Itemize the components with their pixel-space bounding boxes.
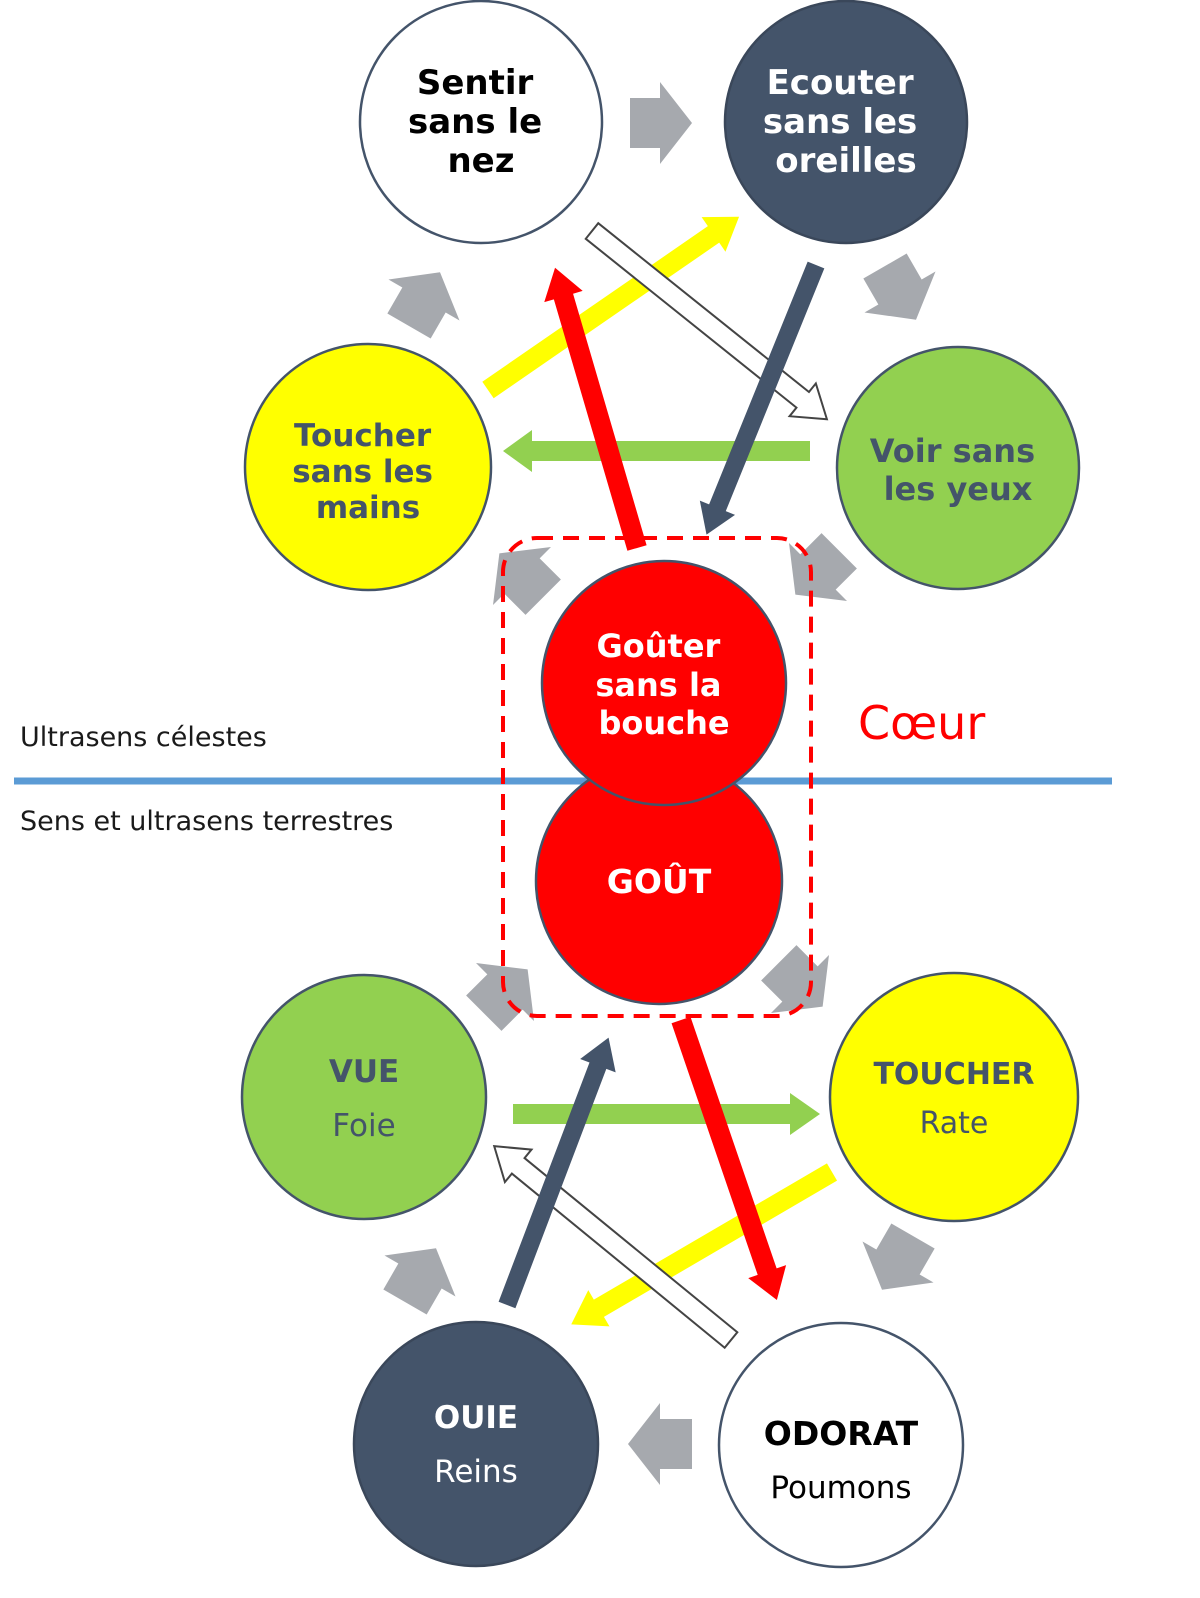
ecouter-line-2: sans les <box>763 102 917 142</box>
grey-arrow-toucher-to-sentir <box>387 272 460 339</box>
grey-arrow-vue-to-gout <box>466 963 534 1031</box>
dark-arrow-ouie-to-gout <box>498 1037 616 1309</box>
toucher-ultra-line-2: sans les <box>292 454 433 490</box>
gouter-line-2: sans la <box>595 666 721 704</box>
vue-organ: Foie <box>332 1108 395 1144</box>
grey-arrow-sentir-to-ecouter <box>630 82 692 164</box>
grey-arrow-odorat-to-ouie <box>628 1403 692 1485</box>
lower-cross-arrows <box>492 1016 838 1350</box>
green-arrow-vue-to-toucher <box>513 1093 820 1135</box>
grey-arrow-gout-to-toucher <box>761 945 829 1013</box>
ouie-organ: Reins <box>434 1454 518 1490</box>
toucher-ultra-line-1: Toucher <box>294 418 432 454</box>
voir-line-1: Voir sans <box>870 432 1035 470</box>
ecouter-line-3: oreilles <box>775 141 916 181</box>
node-toucher-ultra: Toucher sans les mains <box>243 342 493 592</box>
sentir-line-3: nez <box>447 141 514 181</box>
lower-cycle-arrows <box>383 945 935 1485</box>
node-voir: Voir sans les yeux <box>835 345 1081 591</box>
gout-title: GOÛT <box>607 861 712 901</box>
sentir-line-1: Sentir <box>417 63 534 103</box>
red-arrow-gouter-to-sentir <box>544 267 647 551</box>
vue-title: VUE <box>329 1054 399 1090</box>
svg-text:Goûter sans la bou: Goûter sans la bouche <box>595 627 732 742</box>
node-ouie: OUIE Reins <box>352 1320 600 1568</box>
green-arrow-voir-to-toucher <box>503 430 810 472</box>
node-sentir: Sentir sans le nez <box>358 0 604 245</box>
svg-text:Toucher sans les m: Toucher sans les mains <box>292 418 444 526</box>
sentir-line-2: sans le <box>408 102 542 142</box>
ecouter-line-1: Ecouter <box>767 63 914 103</box>
grey-arrow-ecouter-to-voir <box>863 253 936 320</box>
voir-line-2: les yeux <box>884 470 1033 508</box>
grey-arrow-voir-to-gouter <box>789 533 857 601</box>
svg-text:Ecouter sans les o: Ecouter sans les oreilles <box>763 63 929 181</box>
grey-arrow-gouter-to-toucher <box>493 547 561 615</box>
toucher-title: TOUCHER <box>873 1057 1034 1092</box>
node-gouter: Goûter sans la bouche <box>540 559 788 807</box>
ouie-title: OUIE <box>434 1400 518 1436</box>
node-gout: GOÛT <box>534 756 784 1006</box>
upper-cycle-arrows <box>387 82 936 615</box>
toucher-ultra-line-3: mains <box>316 490 420 526</box>
node-vue: VUE Foie <box>240 973 488 1221</box>
odorat-title: ODORAT <box>764 1414 919 1453</box>
gouter-line-3: bouche <box>598 704 729 742</box>
node-ecouter: Ecouter sans les oreilles <box>723 0 969 245</box>
red-arrow-gout-to-odorat <box>671 1016 787 1301</box>
svg-text:Sentir sans le nez: Sentir sans le nez <box>408 63 554 181</box>
upper-region-label: Ultrasens célestes <box>20 722 267 753</box>
svg-text:Voir sans les yeux: Voir sans les yeux <box>870 432 1047 508</box>
node-toucher: TOUCHER Rate <box>828 971 1080 1223</box>
lower-region-label: Sens et ultrasens terrestres <box>20 806 394 837</box>
grey-arrow-ouie-to-vue <box>383 1248 456 1315</box>
heart-label: Cœur <box>858 696 986 750</box>
heart-dashed-frame <box>501 536 813 1018</box>
grey-arrow-toucher-to-odorat <box>862 1223 935 1290</box>
upper-cross-arrows <box>482 216 829 551</box>
yellow-arrow-toucher-to-ecouter <box>482 216 740 399</box>
odorat-organ: Poumons <box>770 1470 911 1506</box>
node-odorat: ODORAT Poumons <box>717 1321 965 1569</box>
yellow-arrow-toucher-to-ouie <box>571 1163 838 1327</box>
dark-arrow-ecouter-to-gouter <box>699 261 825 535</box>
gouter-line-1: Goûter <box>597 627 721 665</box>
toucher-organ: Rate <box>920 1106 989 1141</box>
